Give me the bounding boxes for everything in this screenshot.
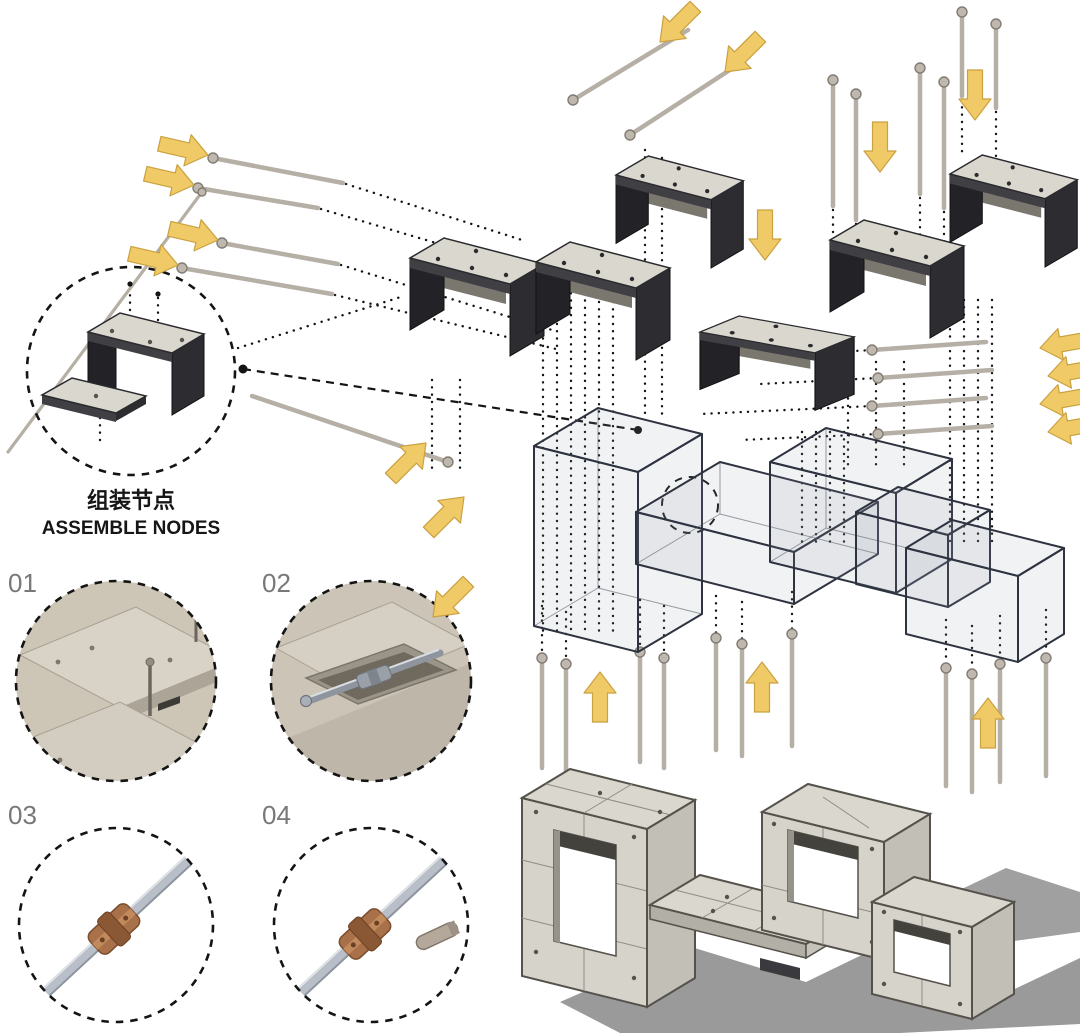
arrow-down-icon (863, 121, 897, 173)
arrow-up-right-icon (416, 485, 476, 545)
wireframe-box (769, 427, 953, 594)
assembled-render (519, 767, 1080, 1033)
detail-01-label: 01 (8, 568, 37, 598)
copper-coupler (87, 903, 141, 955)
channel-plate (699, 315, 855, 412)
detail-circle-01: 01 (8, 568, 218, 783)
detail-04-label: 04 (262, 800, 291, 830)
arrow-up-icon (583, 671, 617, 723)
arrow-right-icon (141, 157, 199, 202)
channel-plate (615, 155, 745, 269)
concrete-ring-small (869, 875, 1017, 1021)
arrow-right-icon (125, 237, 183, 282)
callout-labels: 组装节点 ASSEMBLE NODES (42, 488, 220, 539)
wireframe-assembly (533, 407, 1065, 663)
threaded-rods (6, 6, 1052, 795)
arrow-right-icon (155, 127, 213, 172)
assemble-node-callout (25, 265, 237, 477)
copper-coupler (338, 908, 392, 960)
assemble-nodes-label-zh: 组装节点 (87, 488, 175, 513)
concrete-ring-left (519, 767, 698, 1009)
assembly-guide-lines (98, 98, 1048, 674)
channel-plate (409, 237, 545, 357)
detail-02-label: 02 (262, 568, 291, 598)
callout-leader (238, 364, 719, 534)
wireframe-box (635, 461, 879, 605)
detail-circle-03: 03 (8, 800, 215, 1024)
detail-circle-04: 04 (262, 800, 470, 1024)
dowel-pin (415, 920, 460, 951)
wireframe-box (905, 519, 1065, 663)
channel-plate (829, 219, 965, 339)
channel-plate (535, 241, 671, 361)
wireframe-box (855, 486, 991, 608)
arrow-left-icon (1036, 322, 1080, 365)
arrow-down-left-icon (648, 0, 708, 54)
arrow-left-icon (1036, 378, 1080, 421)
assemble-nodes-label-en: ASSEMBLE NODES (42, 518, 220, 539)
arrow-up-icon (745, 661, 779, 713)
detail-03-label: 03 (8, 800, 37, 830)
arrow-right-icon (165, 212, 223, 257)
arrow-down-icon (748, 209, 782, 261)
wireframe-box (533, 407, 703, 653)
channel-plate (949, 154, 1079, 268)
